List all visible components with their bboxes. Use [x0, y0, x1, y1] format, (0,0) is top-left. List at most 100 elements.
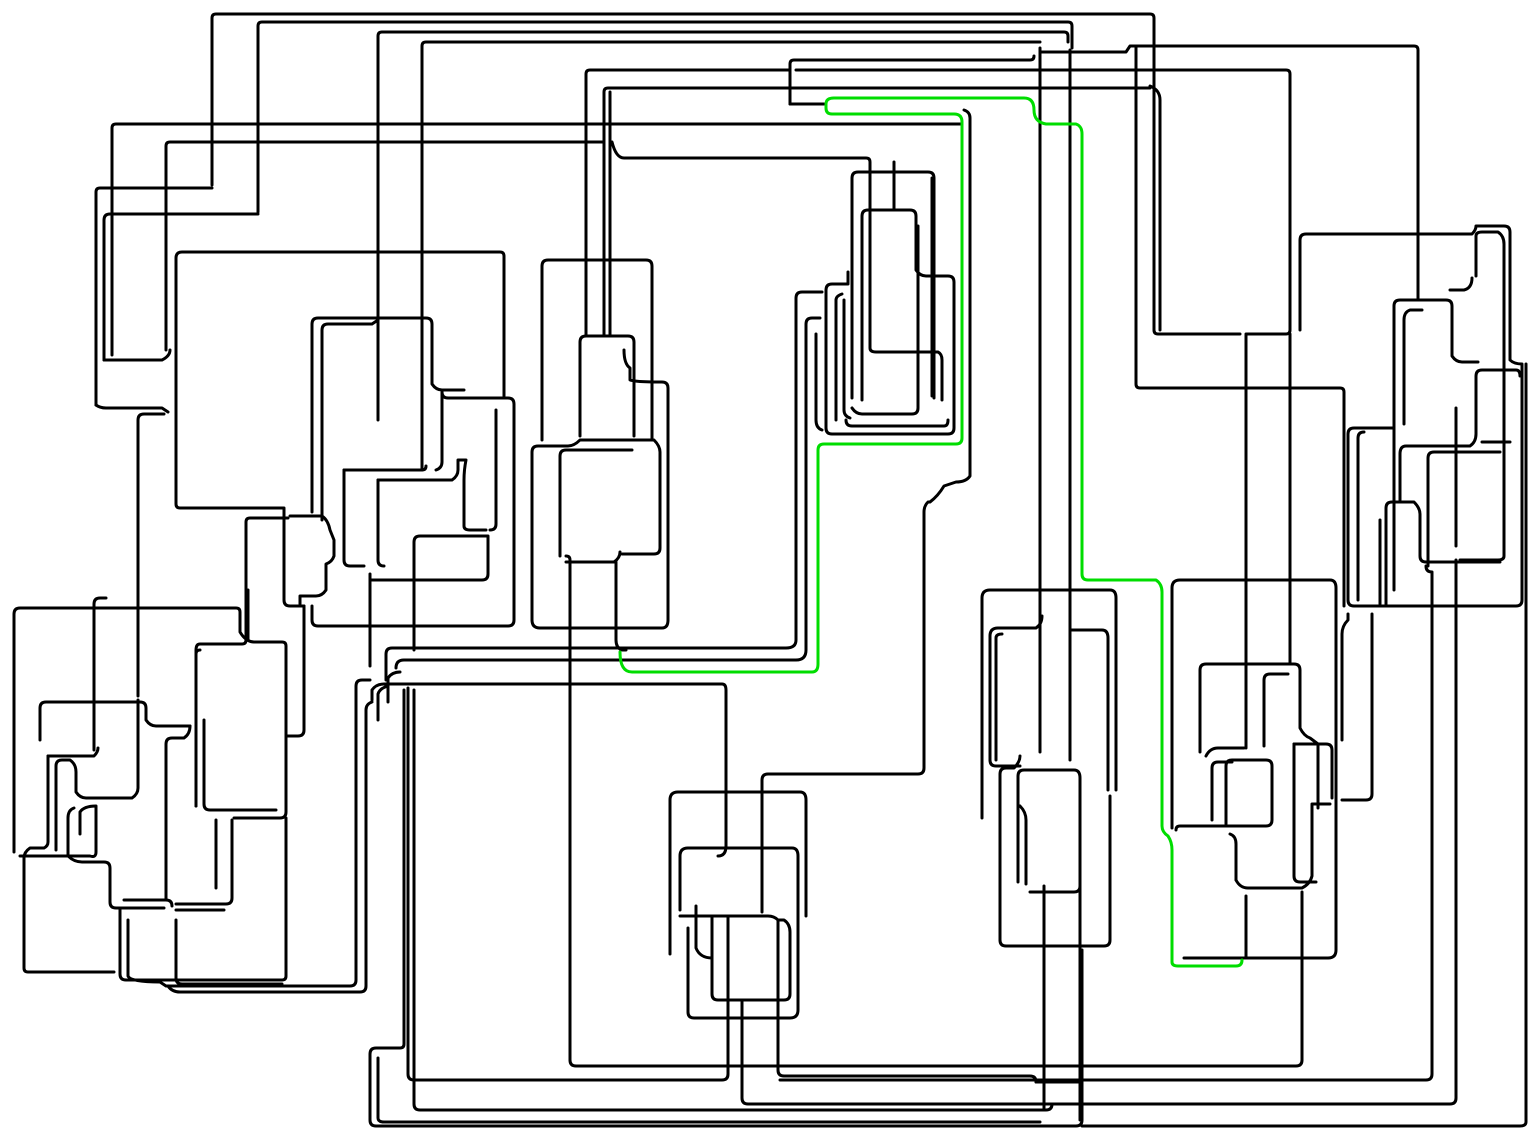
wire: [578, 334, 636, 438]
wire: [1340, 612, 1350, 742]
wire: [420, 40, 1042, 314]
wire: [1134, 44, 1346, 608]
wire: [1228, 832, 1238, 882]
wire: [384, 290, 824, 682]
wire: [998, 794, 1112, 948]
wire: [564, 550, 622, 564]
wire: [814, 332, 824, 432]
black-wires: [12, 12, 1528, 1128]
wire: [1204, 746, 1246, 758]
wire: [310, 316, 466, 514]
wire: [1068, 628, 1110, 792]
wire: [760, 108, 972, 914]
wire: [164, 140, 606, 352]
wire: [376, 478, 386, 568]
wire: [1402, 308, 1424, 426]
wire: [568, 896, 1304, 1068]
wire: [842, 298, 852, 420]
wire: [66, 806, 166, 910]
wire: [284, 604, 306, 738]
wire: [92, 596, 108, 752]
wire: [614, 560, 628, 652]
wire: [368, 688, 1084, 1128]
wire: [488, 408, 498, 532]
wire: [1384, 500, 1502, 608]
wire: [102, 348, 172, 362]
wire: [558, 448, 634, 558]
wire: [694, 904, 714, 992]
wire: [868, 208, 944, 402]
wire: [1210, 760, 1234, 822]
wire: [406, 686, 730, 1082]
wire: [94, 186, 214, 407]
wire: [1356, 430, 1366, 602]
wire: [46, 746, 100, 758]
wire: [122, 898, 174, 908]
wire: [994, 632, 1004, 762]
wire: [376, 30, 1070, 314]
wire: [288, 514, 336, 606]
wire: [1426, 450, 1502, 568]
wire: [716, 844, 728, 858]
wire: [1458, 230, 1506, 562]
wire: [256, 20, 1074, 214]
wire: [376, 1056, 1042, 1124]
wire: [376, 458, 488, 532]
wire: [412, 688, 1054, 1112]
wire: [1292, 742, 1334, 800]
wire: [38, 700, 192, 742]
wire: [602, 86, 1152, 338]
wire: [776, 918, 1038, 1084]
wire: [1448, 276, 1474, 292]
wire: [1174, 758, 1274, 832]
wire: [174, 358, 306, 608]
wire: [18, 804, 98, 858]
wire: [164, 724, 192, 902]
wire: [174, 818, 234, 906]
wire: [202, 718, 278, 812]
wire: [584, 68, 792, 298]
wire: [834, 292, 844, 422]
wire: [376, 684, 390, 722]
wire: [1038, 44, 1420, 298]
wire: [1234, 802, 1332, 890]
wire: [540, 258, 654, 442]
wire: [1170, 578, 1338, 960]
wire: [210, 12, 1242, 336]
wire: [310, 390, 516, 628]
wire: [1018, 804, 1028, 886]
wire: [102, 212, 260, 362]
wire: [174, 918, 284, 986]
wire: [824, 208, 956, 436]
wire: [988, 614, 1044, 762]
wire: [370, 682, 728, 848]
wire: [980, 588, 1118, 820]
wire: [22, 856, 116, 974]
wire: [844, 418, 950, 428]
wire: [1298, 224, 1524, 608]
wire: [1398, 368, 1522, 502]
wire: [530, 618, 670, 630]
wire: [740, 558, 1458, 1106]
wire: [1148, 84, 1162, 332]
wire: [1016, 768, 1082, 894]
wire: [564, 554, 572, 1062]
wire: [778, 564, 1434, 1082]
wire: [368, 534, 490, 668]
wire: [1340, 612, 1374, 802]
wire: [530, 438, 662, 622]
wire: [94, 403, 170, 414]
wire: [166, 700, 374, 994]
wire: [174, 250, 506, 398]
wire: [136, 412, 166, 698]
wire: [194, 648, 202, 808]
wire: [110, 122, 964, 357]
wire: [678, 914, 792, 1002]
wire: [342, 464, 428, 472]
wire: [22, 754, 50, 860]
wire: [850, 224, 920, 416]
wire: [610, 140, 872, 212]
wire: [434, 390, 444, 472]
wire: [1080, 362, 1528, 1128]
